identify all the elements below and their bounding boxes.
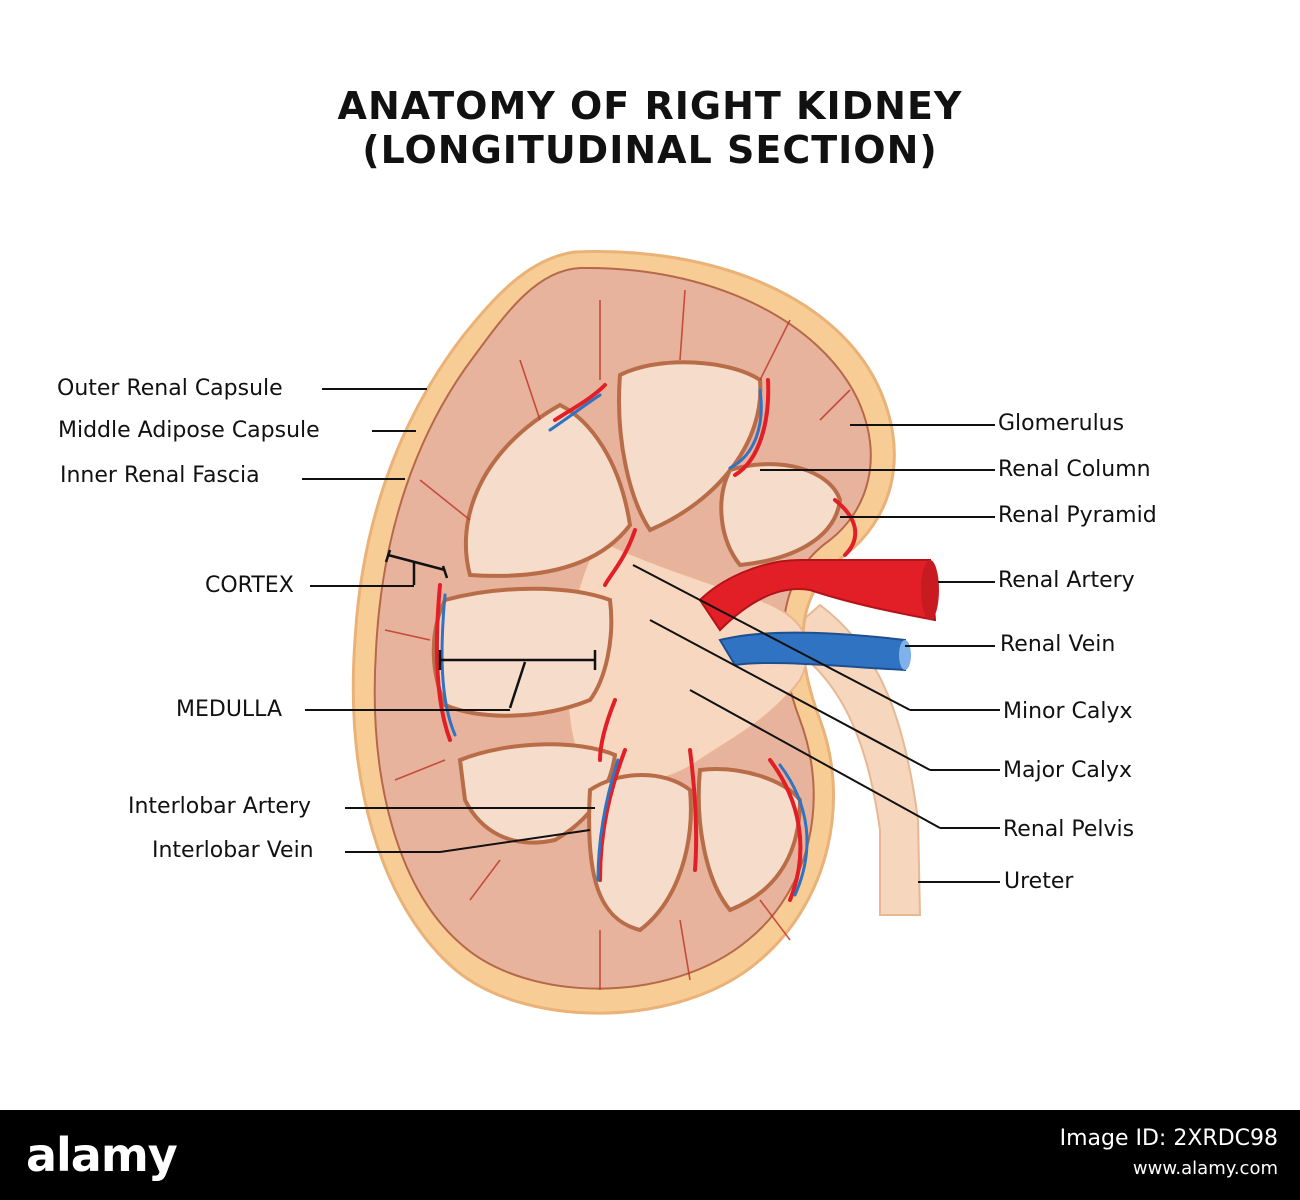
pyramid-shape-3	[719, 462, 843, 568]
interlobar-arteries	[435, 378, 858, 902]
image-reference: Image ID: 2XRDC98 www.alamy.com	[1060, 1124, 1278, 1184]
label-renal-vein: Renal Vein	[1000, 632, 1116, 657]
renal-vein-opening	[899, 640, 911, 670]
pyramid-shape-1	[463, 402, 633, 578]
medulla-bracket	[438, 650, 597, 709]
label-minor-calyx: Minor Calyx	[1003, 699, 1133, 724]
site-url: www.alamy.com	[1132, 1158, 1278, 1179]
label-renal-pyramid: Renal Pyramid	[998, 503, 1157, 528]
label-renal-artery: Renal Artery	[998, 568, 1135, 593]
kidney-illustration	[302, 250, 1000, 1015]
label-interlobar-artery: Interlobar Artery	[128, 794, 312, 819]
cortical-vessels	[384, 289, 851, 990]
interlobar-veins	[440, 388, 809, 897]
label-ureter: Ureter	[1004, 869, 1074, 894]
label-major-calyx: Major Calyx	[1003, 758, 1133, 783]
renal-artery-shape	[698, 558, 937, 632]
alamy-logo: alamy	[26, 1128, 178, 1182]
label-glomerulus: Glomerulus	[998, 411, 1125, 436]
pyramid-shape-4	[431, 586, 614, 718]
label-interlobar-vein: Interlobar Vein	[152, 838, 314, 863]
leader-lines-right	[632, 424, 1000, 883]
renal-vein-shape	[718, 631, 906, 672]
label-renal-pelvis: Renal Pelvis	[1003, 817, 1135, 842]
label-medulla: MEDULLA	[176, 697, 282, 722]
pyramid-shape-7	[696, 767, 803, 913]
label-middle-adipose-capsule: Middle Adipose Capsule	[58, 418, 320, 443]
label-outer-renal-capsule: Outer Renal Capsule	[57, 376, 283, 401]
title-line-1: ANATOMY OF RIGHT KIDNEY	[337, 84, 963, 128]
title-line-2: (LONGITUDINAL SECTION)	[362, 128, 938, 172]
stock-footer-bar: alamy Image ID: 2XRDC98 www.alamy.com	[0, 1110, 1300, 1200]
renal-artery-opening	[921, 560, 939, 620]
pyramid-shape-6	[587, 773, 693, 933]
label-cortex: CORTEX	[205, 573, 294, 598]
leader-lines-left	[302, 388, 595, 853]
diagram-stage: ANATOMY OF RIGHT KIDNEY (LONGITUDINAL SE…	[57, 84, 1157, 1015]
image-id: Image ID: 2XRDC98	[1059, 1126, 1278, 1151]
label-renal-column: Renal Column	[998, 457, 1151, 482]
label-inner-renal-fascia: Inner Renal Fascia	[60, 463, 260, 488]
cortex-bracket	[384, 549, 449, 585]
